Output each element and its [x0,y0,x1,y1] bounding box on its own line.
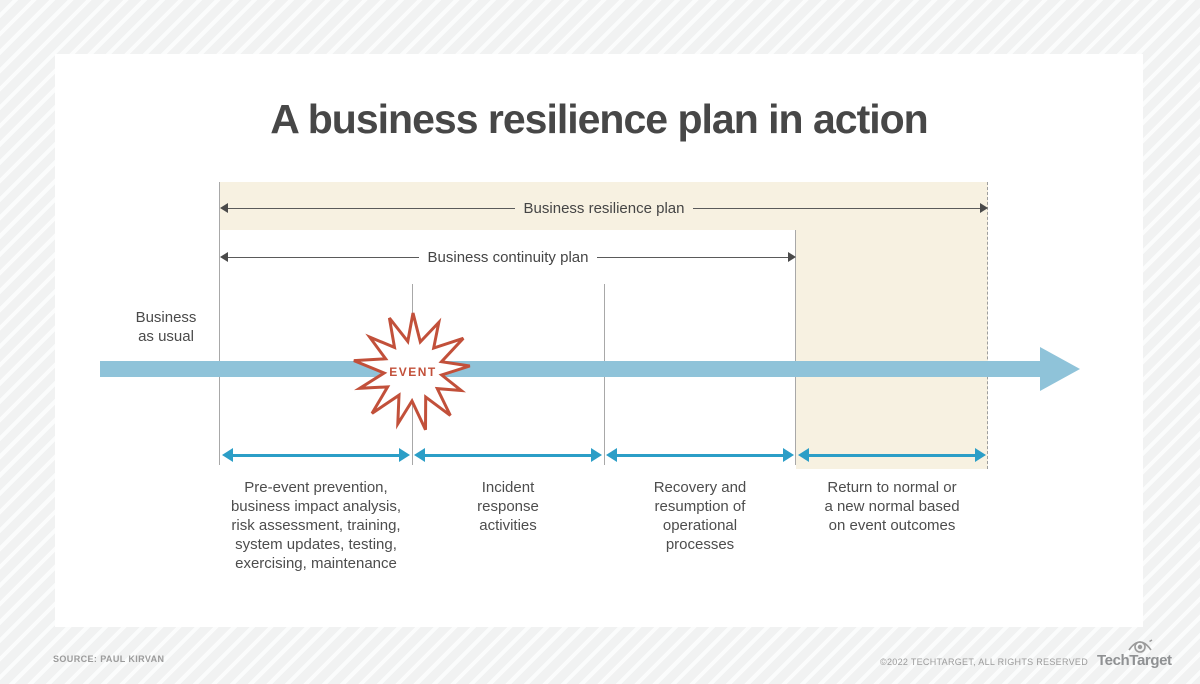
span-line [693,207,981,209]
brand-text: TechTarget [1097,652,1172,669]
footer-copyright: ©2022 TECHTARGET, ALL RIGHTS RESERVED [880,657,1088,667]
timeline-boundary-line-start [219,182,220,465]
continuity-span-arrow: Business continuity plan [220,247,796,267]
timeline-arrowhead-icon [1040,347,1080,391]
resilience-span-arrow: Business resilience plan [220,198,989,218]
phase-line [233,453,399,457]
phase-label-recovery: Recovery and resumption of operational p… [653,479,747,553]
phase-arrow-incident-response [414,448,602,462]
timeline-arrow [100,361,1040,377]
event-burst-icon [351,309,475,435]
arrowhead-left-icon [220,203,228,213]
arrowhead-right-icon [399,448,410,462]
arrowhead-right-icon [980,203,989,213]
arrowhead-left-icon [414,448,425,462]
phase-label-incident-response: Incident response activities [477,479,539,534]
techtarget-logo: TechTarget [1097,638,1173,672]
arrowhead-left-icon [606,448,617,462]
span-line [228,256,419,258]
phase-arrow-pre-event [222,448,410,462]
event-label: EVENT [389,365,437,379]
resilience-span-label: Business resilience plan [523,199,685,217]
phase-label-pre-event: Pre-event prevention, business impact an… [230,479,402,572]
arrowhead-right-icon [591,448,602,462]
phase-line [809,453,975,457]
arrowhead-left-icon [222,448,233,462]
phase-line [617,453,783,457]
phase-label-return-to-normal: Return to normal or a new normal based o… [824,479,960,534]
phase-arrow-recovery [606,448,794,462]
resilience-plan-region-right [796,230,988,469]
arrowhead-left-icon [220,252,228,262]
footer-source: SOURCE: PAUL KIRVAN [53,654,165,664]
arrowhead-right-icon [783,448,794,462]
resilience-plan-region-top [220,182,988,230]
phase-line [425,453,591,457]
page-title: A business resilience plan in action [270,96,928,142]
eye-icon [1127,638,1153,658]
infographic-card: A business resilience plan in action Bus… [55,54,1143,627]
timeline-boundary-line-end [987,182,988,469]
phase-arrow-return-to-normal [798,448,986,462]
arrowhead-right-icon [788,252,796,262]
timeline-divider-line-return [795,230,796,465]
continuity-span-label: Business continuity plan [427,248,589,266]
span-line [228,207,515,209]
span-line [597,256,788,258]
arrowhead-left-icon [798,448,809,462]
business-as-usual-label: Business as usual [135,309,197,345]
arrowhead-right-icon [975,448,986,462]
